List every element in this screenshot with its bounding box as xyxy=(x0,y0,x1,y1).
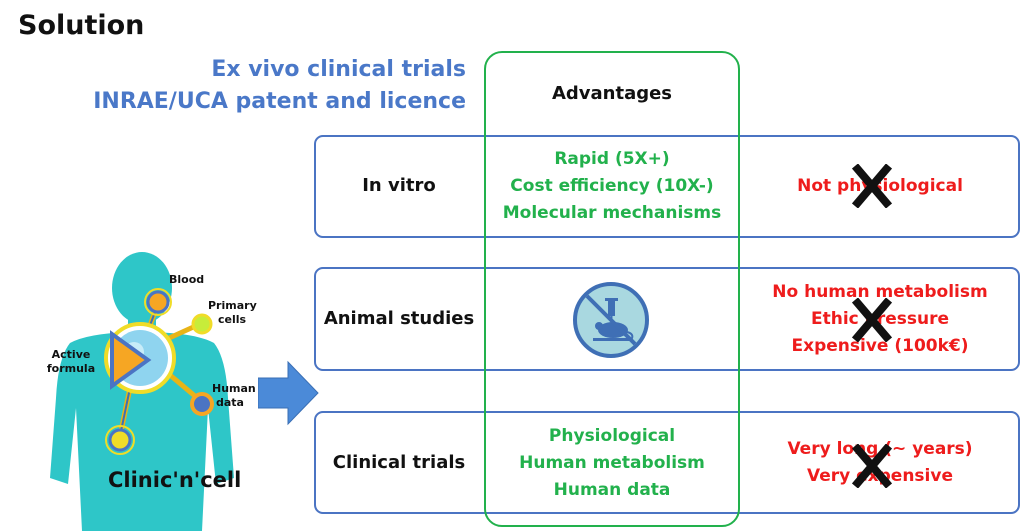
arrow-right-icon xyxy=(258,360,319,426)
slide-title: Solution xyxy=(18,10,145,41)
subtitle-line-2: INRAE/UCA patent and licence xyxy=(93,89,466,114)
advantages-header: Advantages xyxy=(551,83,673,104)
disadvantage-item: Ethic pressure xyxy=(810,309,949,329)
disadvantage-item: Not physiological xyxy=(797,176,963,196)
no-animal-testing-icon xyxy=(573,282,649,358)
row-label-clinical-trials: Clinical trials xyxy=(332,452,466,473)
advantages-in-vitro: Rapid (5X+) Cost efficiency (10X-) Molec… xyxy=(484,146,740,227)
disadvantages-animal-studies: No human metabolism Ethic pressure Expen… xyxy=(740,279,1020,360)
row-label-animal-studies: Animal studies xyxy=(323,308,475,329)
subtitle-line-1: Ex vivo clinical trials xyxy=(211,57,466,82)
brand-name: Clinic'n'cell xyxy=(108,468,242,492)
advantage-item: Cost efficiency (10X-) xyxy=(510,176,714,196)
row-box-animal-studies xyxy=(314,267,1020,371)
label-human-data: Human data xyxy=(212,382,256,409)
disadvantage-item: No human metabolism xyxy=(772,282,988,302)
disadvantages-in-vitro: Not physiological xyxy=(740,173,1020,200)
cross-mark-icon xyxy=(852,444,892,488)
disadvantage-item: Expensive (100k€) xyxy=(791,336,969,356)
label-blood: Blood xyxy=(169,273,205,286)
advantage-item: Molecular mechanisms xyxy=(502,203,722,223)
cross-mark-icon xyxy=(852,164,892,208)
advantage-item: Rapid (5X+) xyxy=(554,149,670,169)
advantage-item: Human metabolism xyxy=(519,453,705,473)
advantages-clinical-trials: Physiological Human metabolism Human dat… xyxy=(484,423,740,504)
label-primary-cells: Primary cells xyxy=(208,299,257,326)
label-active-formula: Active formula xyxy=(46,348,96,375)
row-label-in-vitro: In vitro xyxy=(362,175,436,196)
human-figure-illustration xyxy=(50,252,234,531)
row-box-clinical-trials xyxy=(314,411,1020,514)
advantage-item: Physiological xyxy=(548,426,676,446)
row-box-in-vitro xyxy=(314,135,1020,238)
advantage-item: Human data xyxy=(553,480,671,500)
disadvantage-item: Very long (~ years) xyxy=(787,439,973,459)
cross-mark-icon xyxy=(852,298,892,342)
advantages-column xyxy=(484,51,740,527)
